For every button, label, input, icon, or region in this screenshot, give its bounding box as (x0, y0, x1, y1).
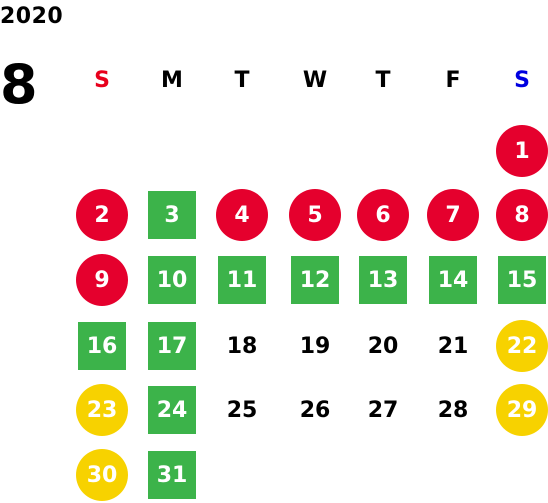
day-29[interactable]: 29 (496, 384, 548, 436)
day-23[interactable]: 23 (76, 384, 128, 436)
weekday-thursday: T (375, 68, 391, 93)
weekday-tuesday: T (234, 68, 250, 93)
day-27[interactable]: 27 (367, 397, 399, 423)
weekday-monday: M (161, 68, 183, 93)
day-9[interactable]: 9 (76, 254, 128, 306)
day-18[interactable]: 18 (226, 333, 258, 359)
day-31[interactable]: 31 (148, 451, 196, 499)
day-24[interactable]: 24 (148, 386, 196, 434)
day-30[interactable]: 30 (76, 449, 128, 501)
day-25[interactable]: 25 (226, 397, 258, 423)
day-13[interactable]: 13 (359, 256, 407, 304)
day-19[interactable]: 19 (299, 333, 331, 359)
day-3[interactable]: 3 (148, 191, 196, 239)
day-15[interactable]: 15 (498, 256, 546, 304)
weekday-saturday: S (514, 68, 530, 93)
day-4[interactable]: 4 (216, 189, 268, 241)
day-28[interactable]: 28 (437, 397, 469, 423)
day-26[interactable]: 26 (299, 397, 331, 423)
day-10[interactable]: 10 (148, 256, 196, 304)
day-11[interactable]: 11 (218, 256, 266, 304)
month-label: 8 (0, 53, 38, 116)
weekday-sunday: S (94, 68, 110, 93)
day-17[interactable]: 17 (148, 322, 196, 370)
day-22[interactable]: 22 (496, 320, 548, 372)
day-16[interactable]: 16 (78, 322, 126, 370)
day-1[interactable]: 1 (496, 125, 548, 177)
day-5[interactable]: 5 (289, 189, 341, 241)
day-20[interactable]: 20 (367, 333, 399, 359)
day-7[interactable]: 7 (427, 189, 479, 241)
weekday-wednesday: W (302, 68, 328, 93)
day-12[interactable]: 12 (291, 256, 339, 304)
day-6[interactable]: 6 (357, 189, 409, 241)
day-8[interactable]: 8 (496, 189, 548, 241)
day-2[interactable]: 2 (76, 189, 128, 241)
year-label: 2020 (0, 4, 64, 29)
day-21[interactable]: 21 (437, 333, 469, 359)
weekday-friday: F (445, 68, 461, 93)
day-14[interactable]: 14 (429, 256, 477, 304)
